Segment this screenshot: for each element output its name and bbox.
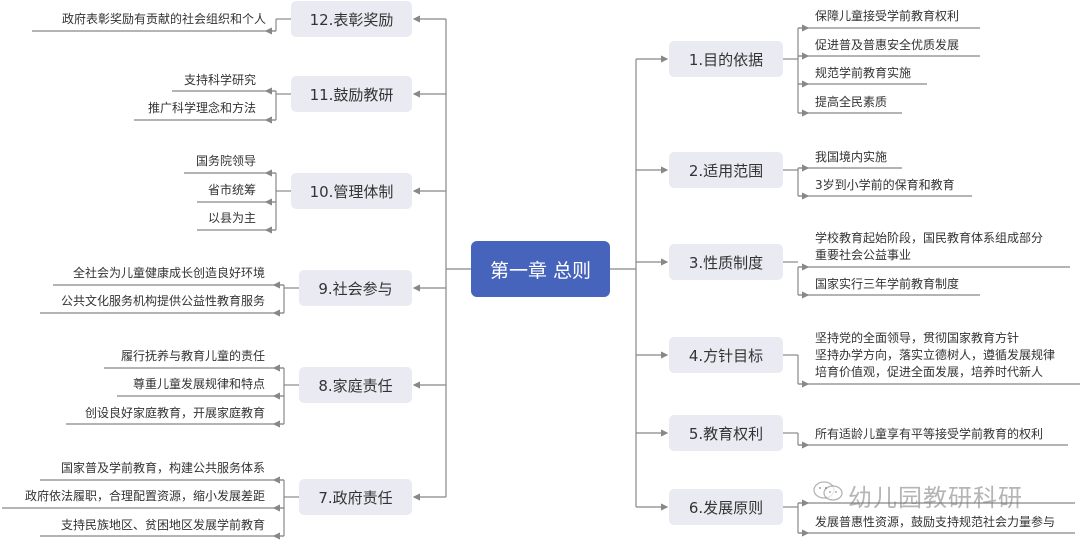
leaf-3-2[interactable]: 重要社会公益事业 (815, 248, 912, 262)
topic-12-commendation[interactable]: 12.表彰奖励 (291, 1, 412, 37)
leaf-8-2[interactable]: 尊重儿童发展规律和特点 (132, 377, 265, 391)
leaf-2-2[interactable]: 3岁到小学前的保育和教育 (815, 178, 955, 192)
topic-8-family-responsibility[interactable]: 8.家庭责任 (299, 367, 412, 403)
leaf-12-1[interactable]: 政府表彰奖励有贡献的社会组织和个人 (61, 12, 266, 26)
leaf-10-1[interactable]: 国务院领导 (195, 154, 256, 168)
wechat-icon (813, 481, 843, 501)
leaf-11-2[interactable]: 推广科学理念和方法 (147, 101, 256, 115)
topic-7-government-responsibility[interactable]: 7.政府责任 (299, 479, 412, 515)
leaf-3-1[interactable]: 学校教育起始阶段，国民教育体系组成部分 (815, 231, 1044, 245)
topic-11-research[interactable]: 11.鼓励教研 (291, 76, 412, 112)
topic-1-purpose-basis[interactable]: 1.目的依据 (669, 41, 783, 77)
topic-6-development-principles[interactable]: 6.发展原则 (669, 489, 783, 525)
leaf-1-2[interactable]: 促进普及普惠安全优质发展 (815, 38, 960, 52)
topic-3-nature-system[interactable]: 3.性质制度 (669, 244, 783, 280)
leaf-9-1[interactable]: 全社会为儿童健康成长创造良好环境 (72, 266, 265, 280)
leaf-4-2[interactable]: 坚持办学方向，落实立德树人，遵循发展规律 (815, 348, 1056, 362)
leaf-5-1[interactable]: 所有适龄儿童享有平等接受学前教育的权利 (815, 427, 1044, 441)
leaf-7-1[interactable]: 国家普及学前教育，构建公共服务体系 (60, 461, 265, 475)
central-topic[interactable]: 第一章 总则 (471, 241, 610, 297)
leaf-4-1[interactable]: 坚持党的全面领导，贯彻国家教育方针 (815, 331, 1020, 345)
leaf-1-4[interactable]: 提高全民素质 (815, 95, 888, 109)
leaf-8-3[interactable]: 创设良好家庭教育，开展家庭教育 (84, 406, 265, 420)
leaf-1-3[interactable]: 规范学前教育实施 (815, 66, 912, 80)
topic-10-management[interactable]: 10.管理体制 (291, 173, 412, 209)
leaf-4-3[interactable]: 培育价值观，促进全面发展，培养时代新人 (815, 365, 1044, 379)
leaf-8-1[interactable]: 履行抚养与教育儿童的责任 (120, 349, 265, 363)
watermark-text: 幼儿园教研科研 (848, 484, 1023, 512)
leaf-3-3[interactable]: 国家实行三年学前教育制度 (815, 277, 960, 291)
topic-2-scope[interactable]: 2.适用范围 (669, 152, 783, 188)
leaf-1-1[interactable]: 保障儿童接受学前教育权利 (815, 9, 960, 23)
leaf-6-1[interactable]: 发展普惠性资源，鼓励支持规范社会力量参与 (815, 515, 1056, 529)
leaf-7-2[interactable]: 政府依法履职，合理配置资源，缩小发展差距 (24, 489, 265, 503)
leaf-2-1[interactable]: 我国境内实施 (815, 150, 888, 164)
leaf-10-2[interactable]: 省市统筹 (207, 183, 256, 197)
leaf-10-3[interactable]: 以县为主 (207, 211, 256, 225)
topic-9-social-participation[interactable]: 9.社会参与 (299, 270, 412, 306)
topic-5-education-rights[interactable]: 5.教育权利 (669, 415, 783, 451)
leaf-9-2[interactable]: 公共文化服务机构提供公益性教育服务 (60, 294, 265, 308)
leaf-7-3[interactable]: 支持民族地区、贫困地区发展学前教育 (60, 518, 265, 532)
topic-4-policy-goals[interactable]: 4.方针目标 (669, 337, 783, 373)
leaf-11-1[interactable]: 支持科学研究 (183, 73, 256, 87)
